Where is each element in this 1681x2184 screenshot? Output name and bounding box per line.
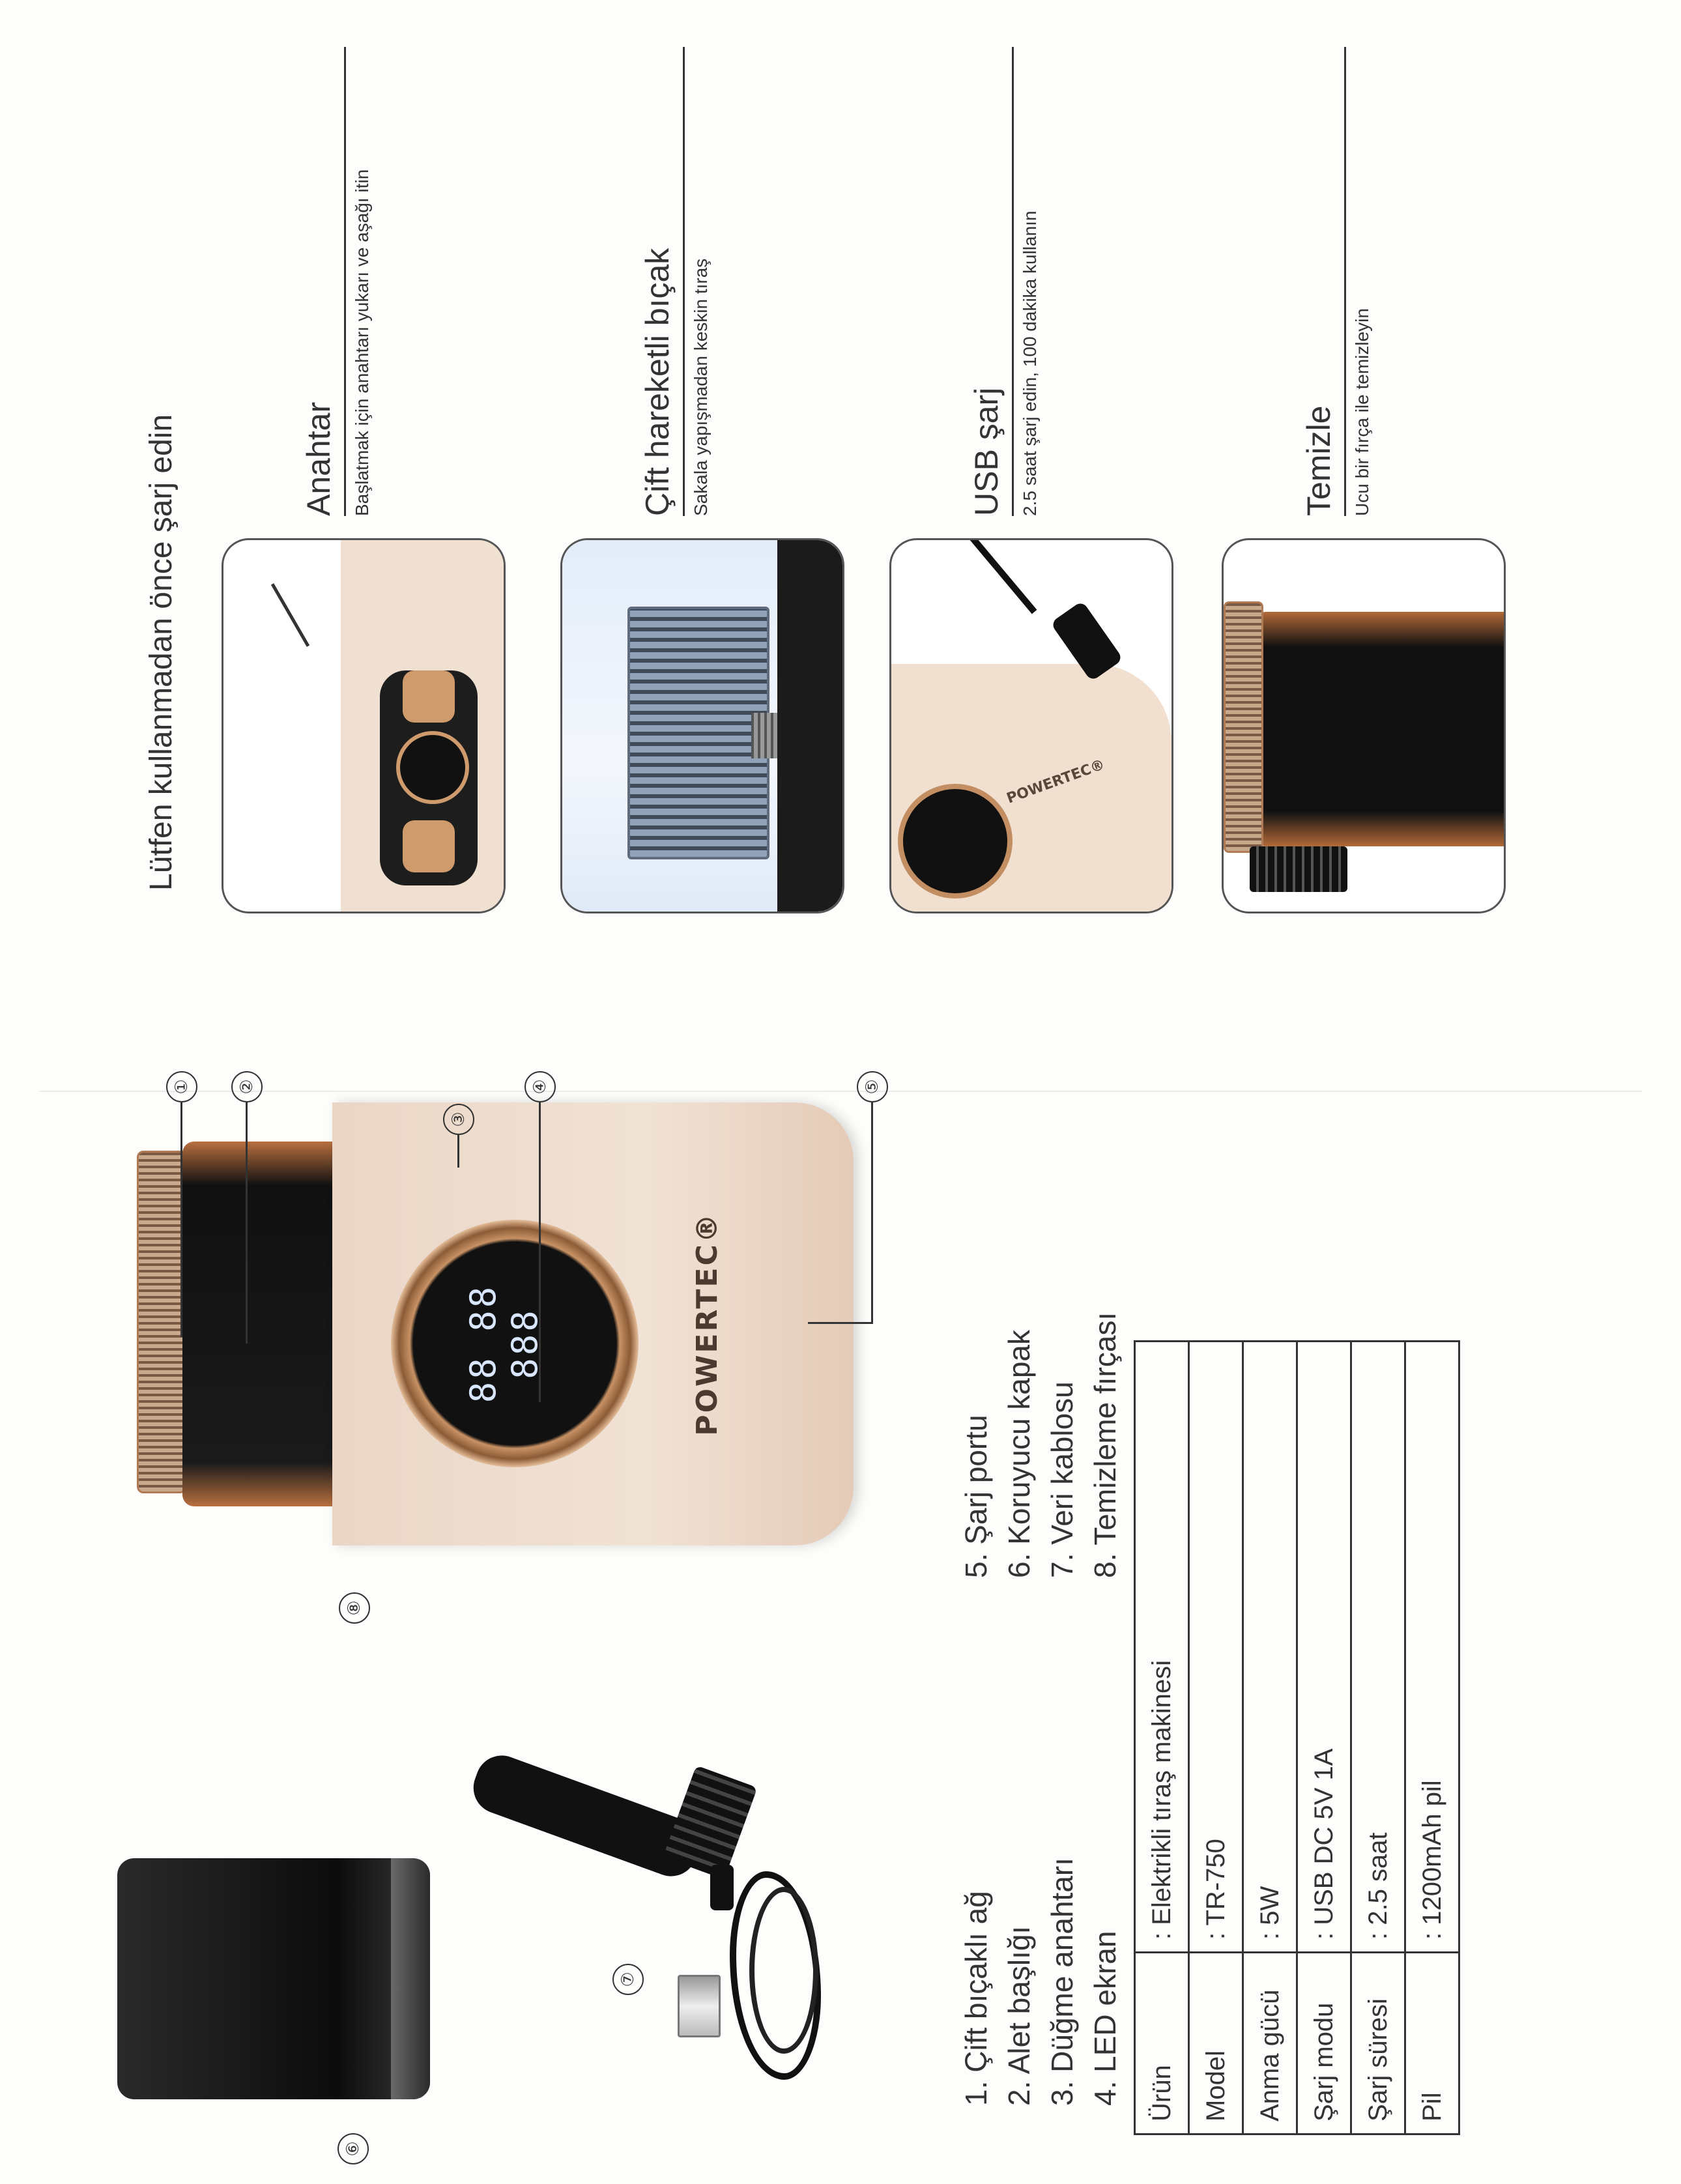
step-rule-switch <box>344 47 346 516</box>
card-switch <box>222 538 506 913</box>
brush-icon <box>1250 846 1347 892</box>
card-usb: POWERTEC® <box>889 538 1173 913</box>
step-rule-blade <box>683 47 685 516</box>
step-title-usb: USB şarj <box>968 387 1005 516</box>
spec-row: Ürün: Elektrikli tıraş makinesi <box>1134 1341 1189 2134</box>
cutting-head-detail <box>1250 612 1504 846</box>
spec-value: : 1200mAh pil <box>1405 1341 1459 1953</box>
part-8: 8. Temizleme fırçası <box>1088 1312 1122 1578</box>
display-line-1: 88 88 <box>463 1284 504 1403</box>
cleaning-brush-handle <box>466 1748 707 1884</box>
part-1: 1. Çift bıçaklı ağ <box>959 1891 993 2106</box>
step-title-switch: Anahtar <box>300 401 337 516</box>
spec-value: : 2.5 saat <box>1351 1341 1405 1953</box>
mode-button-icon <box>403 820 455 872</box>
usb-cable-coil-inner <box>749 1887 818 2054</box>
usage-title: Lütfen kullanmadan önce şarj edin <box>144 414 179 891</box>
step-desc-blade: Sakala yapışmadan keskin tıraş <box>691 258 711 516</box>
usb-a-plug <box>678 1975 721 2037</box>
spec-value: : USB DC 5V 1A <box>1297 1341 1351 1953</box>
callout-5: ⑤ <box>857 1071 888 1102</box>
card-blade <box>560 538 844 913</box>
usb-c-plug <box>710 1865 734 1910</box>
part-6: 6. Koruyucu kapak <box>1002 1329 1036 1578</box>
blade-base <box>777 540 842 912</box>
cleaning-brush-head <box>663 1765 758 1880</box>
lock-button-icon <box>403 670 455 723</box>
protective-cap <box>117 1858 430 2099</box>
leader-5 <box>871 1102 873 1324</box>
spec-key: Şarj süresi <box>1351 1952 1405 2134</box>
spec-row: Model: TR-750 <box>1188 1341 1243 2134</box>
double-blade-foil <box>137 1151 186 1493</box>
step-title-blade: Çift hareketli bıçak <box>639 248 676 516</box>
leader-2 <box>246 1102 248 1343</box>
spec-value: : Elektrikli tıraş makinesi <box>1134 1341 1189 1953</box>
blade-foil <box>627 607 769 859</box>
callout-1: ① <box>166 1071 197 1102</box>
spec-value: : 5W <box>1243 1341 1297 1953</box>
parts-list-right: 5. Şarj portu 6. Koruyucu kapak 7. Veri … <box>955 1312 1127 1578</box>
callout-7: ⑦ <box>612 1964 644 1995</box>
callout-4: ④ <box>524 1071 556 1102</box>
callout-3: ③ <box>443 1104 474 1135</box>
arrow-icon <box>270 583 310 647</box>
spec-row: Şarj süresi: 2.5 saat <box>1351 1341 1405 2134</box>
switch-knob-icon <box>396 731 469 804</box>
part-5: 5. Şarj portu <box>959 1415 993 1578</box>
callout-6: ⑥ <box>338 2133 369 2164</box>
leader-3 <box>457 1135 459 1168</box>
display-icon <box>898 784 1013 898</box>
spec-row: Pil: 1200mAh pil <box>1405 1341 1459 2134</box>
part-2: 2. Alet başlığı <box>1002 1925 1036 2106</box>
callout-8: ⑧ <box>339 1592 370 1624</box>
step-rule-usb <box>1012 47 1014 516</box>
part-4: 4. LED ekran <box>1088 1931 1122 2106</box>
leader-4 <box>539 1102 541 1402</box>
spec-value: : TR-750 <box>1188 1341 1243 1953</box>
led-display: 88 88 888 <box>463 1278 567 1409</box>
spec-key: Model <box>1188 1952 1243 2134</box>
spec-row: Şarj modu: USB DC 5V 1A <box>1297 1341 1351 2134</box>
callout-2: ② <box>231 1071 263 1102</box>
spec-key: Ürün <box>1134 1952 1189 2134</box>
part-3: 3. Düğme anahtarı <box>1045 1857 1079 2106</box>
spec-key: Pil <box>1405 1952 1459 2134</box>
parts-list-left: 1. Çift bıçaklı ağ 2. Alet başlığı 3. Dü… <box>955 1858 1127 2106</box>
step-desc-switch: Başlatmak için anahtarı yukarı ve aşağı … <box>352 169 372 516</box>
cable-icon <box>960 538 1037 614</box>
step-desc-clean: Ucu bir fırça ile temizleyin <box>1352 308 1372 516</box>
foil-detail <box>1224 601 1263 853</box>
part-7: 7. Veri kablosu <box>1045 1381 1079 1578</box>
cutting-head <box>182 1142 332 1506</box>
leader-5-bend <box>808 1322 871 1324</box>
spec-row: Anma gücü: 5W <box>1243 1341 1297 2134</box>
step-desc-usb: 2.5 saat şarj edin, 100 dakika kullanın <box>1020 210 1040 516</box>
leader-1 <box>180 1102 182 1337</box>
protective-cap-edge <box>391 1858 430 2099</box>
spec-key: Anma gücü <box>1243 1952 1297 2134</box>
step-title-clean: Temizle <box>1300 405 1337 516</box>
step-rule-clean <box>1344 47 1346 516</box>
card-clean <box>1222 538 1506 913</box>
brand-logo: POWERTEC® <box>691 1212 724 1436</box>
specs-table: Ürün: Elektrikli tıraş makinesi Model: T… <box>1134 1340 1460 2135</box>
spec-key: Şarj modu <box>1297 1952 1351 2134</box>
